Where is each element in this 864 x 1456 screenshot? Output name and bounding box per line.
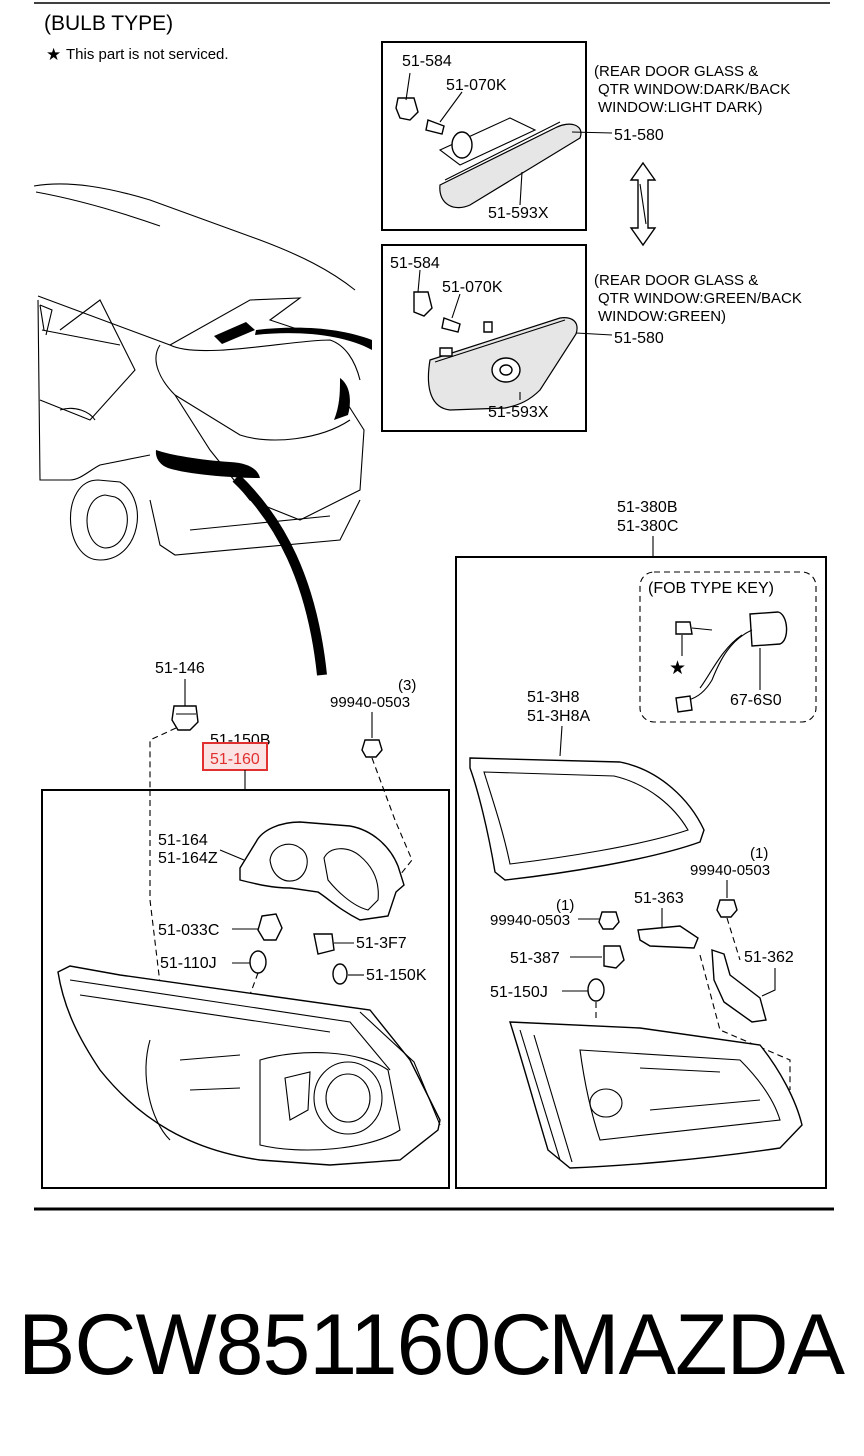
- footer: BCW851160C MAZDA: [0, 1290, 864, 1410]
- fob-type-key-box: [639, 571, 817, 723]
- nut-right-a: [598, 911, 620, 930]
- label-51-580-top: 51-580: [614, 127, 664, 144]
- seal-51-3h8: [469, 757, 705, 881]
- star-icon: ★: [46, 45, 61, 64]
- fob-star-icon: ★: [669, 658, 686, 679]
- condition-bottom-line-3: WINDOW:GREEN): [598, 308, 726, 325]
- right-lamp-box: [455, 556, 827, 1189]
- high-mount-box-bottom: [381, 244, 587, 432]
- nut-left: [361, 739, 383, 758]
- label-51-3h8a: 51-3H8A: [527, 708, 590, 725]
- left-combination-lamp: [57, 965, 441, 1166]
- label-51-033c: 51-033C: [158, 922, 219, 939]
- high-mount-lamp-top-drawing: [395, 72, 613, 209]
- label-nut-qty-right-a: (1): [556, 897, 574, 914]
- label-99940-0503-right-b: 99940-0503: [690, 862, 770, 879]
- label-51-593x-bottom: 51-593X: [488, 404, 549, 421]
- bulb-51-150j: [587, 978, 605, 1002]
- high-mount-lamp-bottom-drawing: [413, 269, 613, 411]
- label-51-593x-top: 51-593X: [488, 205, 549, 222]
- high-mount-box-top: [381, 41, 587, 231]
- condition-bottom-line-2: QTR WINDOW:GREEN/BACK: [598, 290, 802, 307]
- right-combination-lamp: [509, 1021, 803, 1169]
- label-51-3f7: 51-3F7: [356, 935, 407, 952]
- label-99940-0503-left: 99940-0503: [330, 694, 410, 711]
- condition-top-line-3: WINDOW:LIGHT DARK): [598, 99, 762, 116]
- condition-top-line-1: (REAR DOOR GLASS &: [594, 63, 758, 80]
- section-title: (BULB TYPE): [44, 12, 173, 35]
- socket-51-033c: [257, 913, 283, 941]
- bracket-51-362: [711, 949, 767, 1023]
- bulb-socket-51-146: [171, 705, 199, 731]
- label-51-150k: 51-150K: [366, 967, 427, 984]
- nut-right-b: [716, 899, 738, 918]
- vehicle-illustration: [33, 183, 372, 676]
- part-number: BCW851160C: [18, 1297, 552, 1393]
- service-note: This part is not serviced.: [66, 46, 229, 63]
- label-51-070k-top: 51-070K: [446, 77, 507, 94]
- fob-title: (FOB TYPE KEY): [648, 580, 774, 597]
- label-nut-qty-left: (3): [398, 677, 416, 694]
- label-51-387: 51-387: [510, 950, 560, 967]
- condition-bottom-line-1: (REAR DOOR GLASS &: [594, 272, 758, 289]
- gasket-51-164: [239, 821, 405, 921]
- socket-51-387: [603, 945, 625, 969]
- double-arrow-icon: [629, 161, 657, 247]
- bulb-51-110j: [249, 950, 267, 974]
- label-51-164z: 51-164Z: [158, 850, 218, 867]
- label-51-070k-bottom: 51-070K: [442, 279, 503, 296]
- condition-top-line-2: QTR WINDOW:DARK/BACK: [598, 81, 790, 98]
- fob-key-harness-drawing: [675, 611, 788, 713]
- label-51-362: 51-362: [744, 949, 794, 966]
- label-51-380c: 51-380C: [617, 518, 678, 535]
- bulb-51-150k: [332, 963, 348, 985]
- bracket-51-363: [637, 925, 699, 949]
- label-99940-0503-right-a: 99940-0503: [490, 912, 570, 929]
- clip-51-3f7: [313, 933, 335, 955]
- brand-name: MAZDA: [548, 1297, 845, 1393]
- label-51-110j: 51-110J: [160, 955, 217, 972]
- label-51-584-top: 51-584: [402, 53, 452, 70]
- label-51-150j: 51-150J: [490, 984, 548, 1001]
- label-51-3h8: 51-3H8: [527, 689, 580, 706]
- label-51-380b: 51-380B: [617, 499, 678, 516]
- label-51-164: 51-164: [158, 832, 208, 849]
- label-nut-qty-right-b: (1): [750, 845, 768, 862]
- highlight-box-51-160: [202, 742, 268, 771]
- label-67-6s0: 67-6S0: [730, 692, 782, 709]
- label-51-363: 51-363: [634, 890, 684, 907]
- label-51-584-bottom: 51-584: [390, 255, 440, 272]
- label-51-580-bottom: 51-580: [614, 330, 664, 347]
- label-51-146: 51-146: [155, 660, 205, 677]
- label-51-160-highlighted: 51-160: [210, 751, 260, 768]
